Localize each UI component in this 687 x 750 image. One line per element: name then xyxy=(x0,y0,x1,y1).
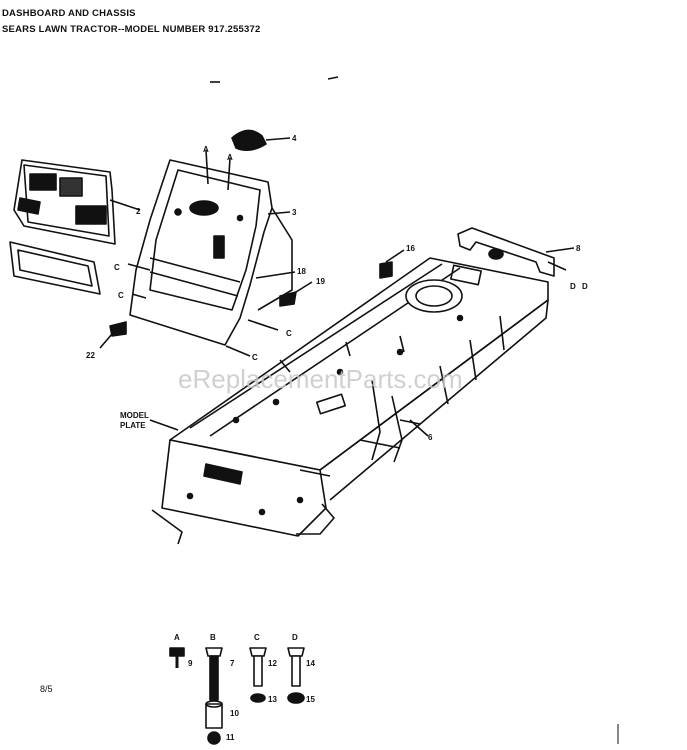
part-rear-hitch xyxy=(457,227,575,277)
diagram-subtitle: SEARS LAWN TRACTOR--MODEL NUMBER 917.255… xyxy=(2,24,261,35)
diagram-title: DASHBOARD AND CHASSIS xyxy=(2,8,136,19)
hardware-bolt-c xyxy=(249,647,267,703)
callout-10: 10 xyxy=(230,709,239,718)
hardware-bolt-a xyxy=(169,647,185,668)
callout-3: 3 xyxy=(292,208,297,217)
stray-mark xyxy=(327,76,339,80)
callout-12: 12 xyxy=(268,659,277,668)
part-dash-insert xyxy=(13,159,141,245)
callout-16: 16 xyxy=(406,244,415,253)
part-side-fasteners xyxy=(99,149,313,357)
model-plate-label-line1: MODEL xyxy=(120,411,149,420)
mark-a-left: A xyxy=(203,145,209,154)
part-chassis-frame xyxy=(149,257,549,545)
watermark: eReplacementParts.com xyxy=(178,364,463,394)
page-number: 8/5 xyxy=(40,684,53,694)
callout-19: 19 xyxy=(316,277,325,286)
callout-2: 2 xyxy=(136,207,141,216)
callout-15: 15 xyxy=(306,695,315,704)
callout-8: 8 xyxy=(576,244,581,253)
mark-d-left: D xyxy=(570,282,576,291)
callout-13: 13 xyxy=(268,695,277,704)
part-grommet xyxy=(379,249,405,279)
callout-14: 14 xyxy=(306,659,315,668)
mark-a-right: A xyxy=(227,153,233,162)
mark-c-bottom: C xyxy=(252,353,258,362)
callout-6: 6 xyxy=(428,433,433,442)
mark-c-upper: C xyxy=(114,263,120,272)
part-ignition-plate xyxy=(231,129,291,152)
callout-11: 11 xyxy=(226,733,235,742)
callout-9: 9 xyxy=(188,659,193,668)
mark-c-lower: C xyxy=(118,291,124,300)
mark-c-right: C xyxy=(286,329,292,338)
callout-22: 22 xyxy=(86,351,95,360)
hardware-letter-b: B xyxy=(210,633,216,642)
part-panel-gasket xyxy=(9,241,101,295)
part-dashboard-housing xyxy=(129,159,293,346)
hardware-letter-d: D xyxy=(292,633,298,642)
mark-d-right: D xyxy=(582,282,588,291)
callout-18: 18 xyxy=(297,267,306,276)
callout-7: 7 xyxy=(230,659,235,668)
hardware-bolt-b xyxy=(205,647,223,745)
hardware-letter-a: A xyxy=(174,633,180,642)
callout-4: 4 xyxy=(292,134,297,143)
model-plate-label-line2: PLATE xyxy=(120,421,146,430)
hardware-bolt-d xyxy=(287,647,305,704)
hardware-letter-c: C xyxy=(254,633,260,642)
